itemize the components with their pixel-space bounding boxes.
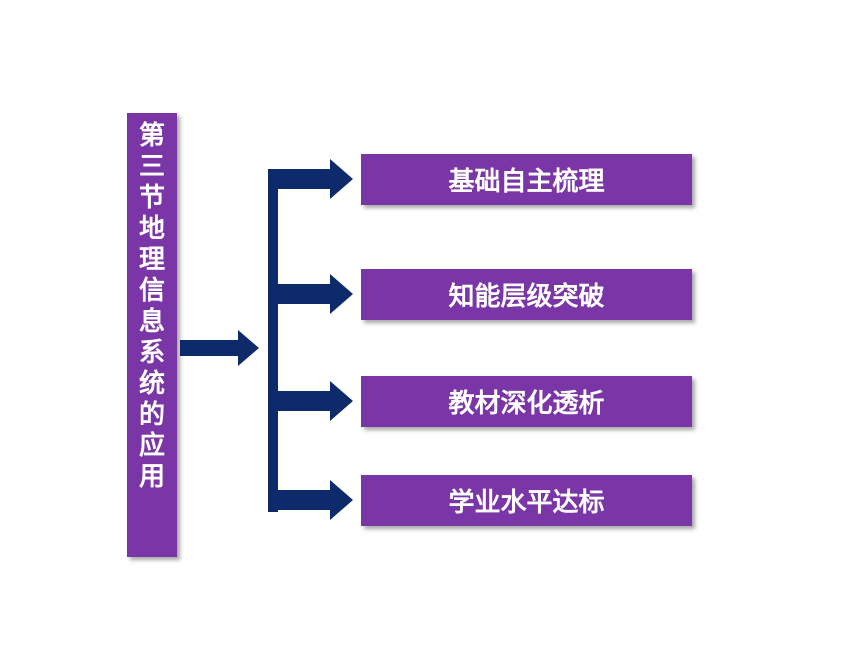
topic-label: 学业水平达标 [448,488,605,518]
branch-arrow-icon [268,274,353,314]
topic-label: 教材深化透析 [448,389,605,419]
title-char: 信 [138,276,165,306]
topic-label: 知能层级突破 [448,282,605,312]
title-char: 系 [138,338,165,368]
topic-label: 基础自主梳理 [448,167,605,197]
topic-box-level-assessment[interactable]: 学业水平达标 [361,475,692,526]
topic-box-textbook-analysis[interactable]: 教材深化透析 [361,376,692,427]
branch-arrow-icon [268,381,353,421]
title-char: 应 [138,431,165,461]
title-char: 统 [138,369,165,399]
topic-box-skill-breakthrough[interactable]: 知能层级突破 [361,269,692,320]
section-title-bar: 第 三 节 地 理 信 息 系 统 的 应 用 [127,113,177,557]
branch-arrow-icon [268,159,353,199]
title-char: 理 [138,245,165,275]
main-arrow-icon [180,330,259,366]
title-char: 第 [138,121,165,151]
topic-box-basic-review[interactable]: 基础自主梳理 [361,154,692,205]
title-char: 用 [138,462,165,492]
branch-arrow-icon [268,480,353,520]
title-char: 地 [138,214,165,244]
title-char: 息 [138,307,165,337]
bracket-line [268,169,278,512]
title-char: 三 [138,152,165,182]
title-char: 的 [138,400,165,430]
title-char: 节 [138,183,165,213]
